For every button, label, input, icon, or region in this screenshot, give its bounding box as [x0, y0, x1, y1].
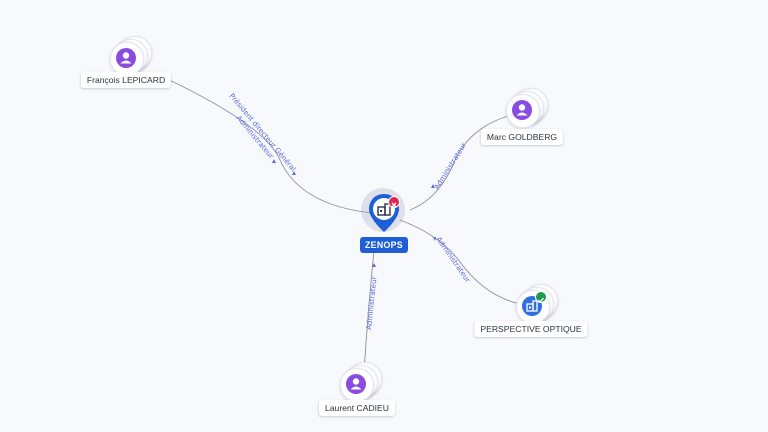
node-label-perspective: PERSPECTIVE OPTIQUE	[474, 321, 588, 337]
edge-label-marc: Administrateur	[432, 141, 468, 191]
active-badge-icon	[535, 291, 547, 303]
edge-label-laurent: Administrateur	[364, 276, 379, 330]
arrow-marker	[292, 171, 296, 175]
edge-label-francois-1: Président directeur Général	[227, 92, 297, 174]
company-icon	[377, 203, 391, 216]
person-icon	[116, 48, 136, 68]
edge-perspective	[399, 219, 521, 305]
arrow-marker	[431, 184, 435, 188]
node-laurent[interactable]	[338, 362, 386, 402]
arrow-marker	[433, 237, 436, 241]
node-marc[interactable]	[504, 88, 552, 128]
node-zenops[interactable]	[360, 188, 408, 236]
node-perspective[interactable]	[514, 284, 562, 324]
edge-francois	[162, 76, 373, 214]
arrow-marker	[272, 159, 276, 163]
node-label-laurent: Laurent CADIEU	[318, 400, 396, 416]
person-icon	[346, 374, 366, 394]
person-icon	[512, 100, 532, 120]
inactive-badge-icon	[388, 196, 400, 208]
edge-laurent	[363, 249, 375, 373]
node-francois[interactable]	[108, 36, 156, 76]
node-label-francois: François LEPICARD	[80, 72, 172, 88]
node-label-marc: Marc GOLDBERG	[480, 129, 564, 145]
node-label-zenops: ZENOPS	[360, 237, 408, 253]
arrow-marker	[372, 263, 376, 267]
edge-label-perspective: Administrateur	[434, 235, 472, 284]
edge-marc	[409, 115, 509, 211]
